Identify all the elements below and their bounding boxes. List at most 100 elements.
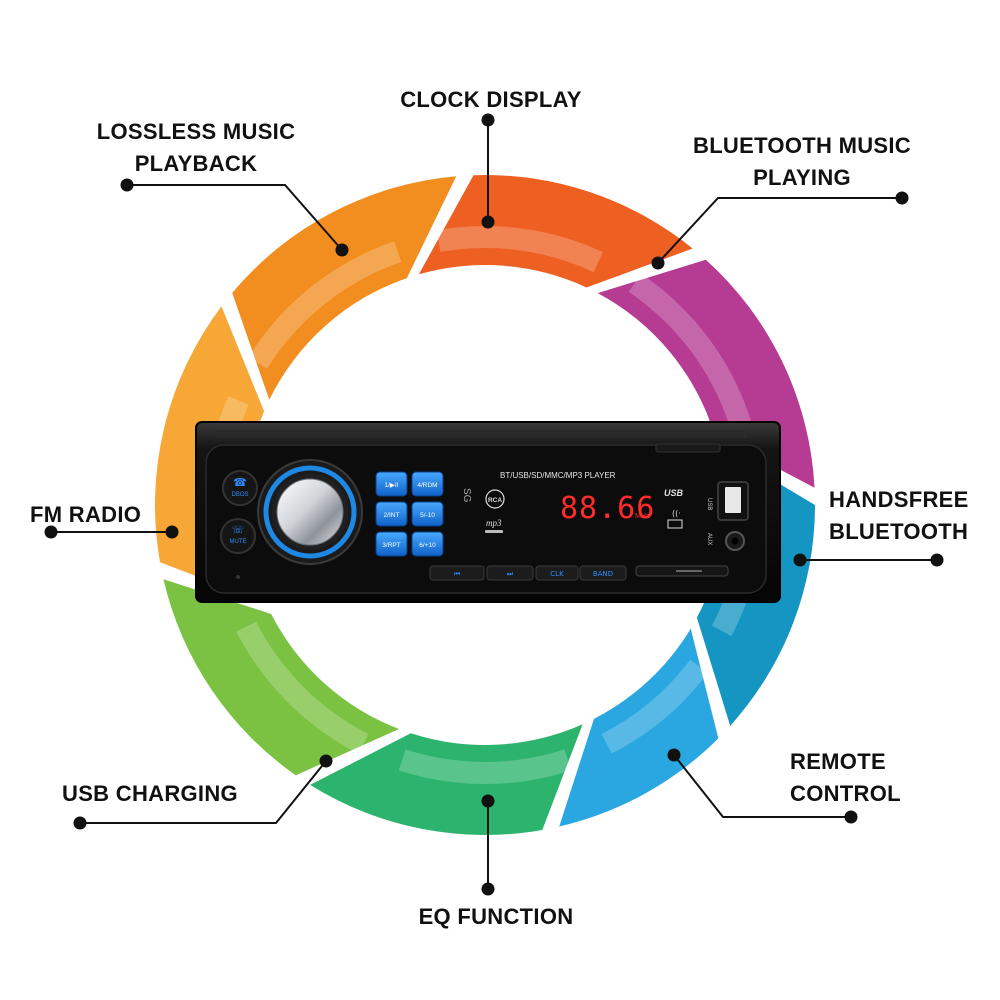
ring-segment	[232, 176, 457, 400]
leader-line	[127, 184, 343, 251]
bottom-button-label: CLK	[550, 570, 564, 578]
leader-dot	[44, 525, 58, 539]
preset-button-label: 4/RDM	[417, 482, 437, 489]
ring-segment-highlight	[398, 749, 572, 784]
usb-port[interactable]: USB	[706, 481, 749, 521]
aux-port-label: AUX	[706, 533, 712, 545]
frequency-unit: MHz	[635, 513, 650, 520]
leader-dot	[930, 553, 944, 567]
preset-buttons: 1/▶II 4/RDM 2/INT 5/-10 3/RPT 6/+10	[375, 471, 444, 557]
usb-port-label: USB	[706, 498, 712, 510]
mute-button[interactable]: ☏ MUTE	[220, 518, 256, 554]
mute-label: MUTE	[230, 539, 247, 545]
preset-button[interactable]: 3/RPT	[375, 531, 408, 557]
ring-segment-highlight	[436, 226, 603, 273]
preset-button-label: 2/INT	[384, 512, 400, 519]
ring-segment	[310, 724, 583, 835]
leader-dot	[793, 553, 807, 567]
feature-label-handsfree-bluetooth: HANDSFREE BLUETOOTH	[829, 484, 989, 548]
feature-label-line: PLAYING	[753, 165, 851, 190]
bottom-button-label: ⏮	[454, 570, 460, 578]
feature-label-line: BLUETOOTH MUSIC	[693, 133, 911, 158]
preset-button-label: 3/RPT	[382, 542, 400, 549]
device-title: BT/USB/SD/MMC/MP3 PLAYER	[500, 471, 616, 480]
leader-dot	[895, 191, 909, 205]
feature-label-remote-control: REMOTE CONTROL	[790, 746, 930, 810]
leader-line	[80, 760, 327, 824]
feature-label-line: HANDSFREE	[829, 487, 969, 512]
svg-text:mp3: mp3	[486, 518, 502, 528]
leader-dot	[481, 113, 495, 127]
bottom-button-label: ⏭	[507, 570, 514, 578]
leader-dot	[481, 215, 495, 229]
bottom-button[interactable]: ⏮	[429, 565, 485, 581]
leader-dot	[335, 243, 349, 257]
feature-label-bluetooth-music-playing: BLUETOOTH MUSIC PLAYING	[684, 130, 920, 194]
phone-icon: ☎	[233, 476, 247, 489]
feature-label-line: REMOTE	[790, 749, 886, 774]
bottom-button-label: BAND	[593, 570, 613, 578]
ring-segment-highlight	[236, 621, 369, 754]
leader-dot	[165, 525, 179, 539]
aux-port[interactable]: AUX	[706, 531, 745, 551]
svg-text:RCA: RCA	[488, 497, 502, 504]
ring-segment	[559, 628, 719, 827]
leader-dot	[319, 754, 333, 768]
usb-logo: USB	[664, 488, 684, 498]
dbos-label: DBOS	[231, 492, 248, 498]
leader-line	[673, 754, 851, 818]
feature-label-line: CONTROL	[790, 781, 901, 806]
feature-label-eq-function: EQ FUNCTION	[406, 901, 586, 933]
feature-label-usb-charging: USB CHARGING	[62, 778, 262, 810]
preset-button[interactable]: 6/+10	[411, 531, 444, 557]
bluetooth-status-icon: ((·	[667, 509, 683, 529]
mp3-badge: mp3	[485, 518, 503, 533]
feature-label-line: BLUETOOTH	[829, 519, 969, 544]
preset-button-label: 6/+10	[419, 542, 436, 549]
feature-label-line: LOSSLESS MUSIC	[96, 119, 296, 144]
feature-label-clock-display: CLOCK DISPLAY	[393, 84, 589, 116]
preset-button-label: 5/-10	[420, 512, 435, 519]
rca-badge: RCA	[485, 489, 505, 509]
leader-dot	[73, 816, 87, 830]
ring-segment-highlight	[248, 241, 402, 369]
ring-segment-highlight	[601, 659, 708, 754]
feature-label-line: USB CHARGING	[62, 781, 238, 806]
preset-button[interactable]: 1/▶II	[375, 471, 408, 497]
leader-dots	[44, 113, 944, 896]
preset-button-label: 1/▶II	[384, 482, 398, 489]
leader-dot	[844, 810, 858, 824]
leader-dot	[651, 256, 665, 270]
preset-button[interactable]: 5/-10	[411, 501, 444, 527]
feature-label-line: EQ FUNCTION	[418, 904, 574, 929]
leader-line	[657, 197, 902, 264]
bottom-button[interactable]: ⏭	[486, 565, 534, 581]
bottom-button[interactable]: BAND	[579, 565, 627, 581]
leader-dot	[481, 794, 495, 808]
stereo-cd-slot	[655, 443, 721, 453]
svg-text:((·: ((·	[672, 509, 681, 518]
preset-button[interactable]: 2/INT	[375, 501, 408, 527]
car-stereo: ☎ DBOS ☏ MUTE 1/▶II 4/RDM 2/INT 5/-10 3/RPT 6…	[195, 421, 781, 603]
feature-label-line: CLOCK DISPLAY	[400, 87, 582, 112]
brand-mark: SG	[461, 488, 472, 503]
stereo-top-slot	[216, 430, 746, 438]
volume-knob[interactable]	[257, 459, 363, 565]
leader-dot	[667, 748, 681, 762]
leader-dot	[481, 882, 495, 896]
dbos-button[interactable]: ☎ DBOS	[222, 470, 258, 506]
ring-segment	[163, 579, 399, 776]
mic-hole	[236, 575, 240, 579]
bottom-button[interactable]: CLK	[535, 565, 579, 581]
feature-label-line: PLAYBACK	[134, 151, 258, 176]
feature-label-lossless-music-playback: LOSSLESS MUSIC PLAYBACK	[86, 116, 306, 180]
feature-label-line: FM RADIO	[30, 502, 142, 527]
leader-lines	[51, 120, 937, 889]
preset-button[interactable]: 4/RDM	[411, 471, 444, 497]
feature-label-fm-radio: FM RADIO	[30, 499, 160, 531]
ring-segment-highlight	[628, 273, 752, 430]
frequency-display: 88.66	[560, 491, 655, 526]
bottom-buttons: ⏮ ⏭ CLK BAND	[429, 565, 627, 581]
leader-dot	[120, 178, 134, 192]
